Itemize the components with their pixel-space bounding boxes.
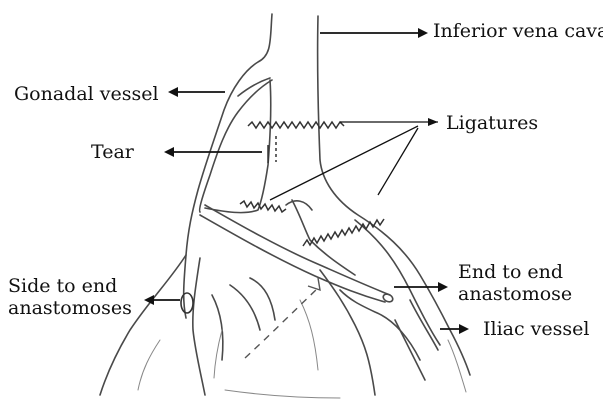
- ligatures-arrowhead: [428, 118, 438, 126]
- dashed-route: [245, 288, 318, 358]
- sketch-stroke-1: [214, 330, 222, 378]
- dashed-route-arrowhead: [308, 278, 320, 290]
- ligature-lower: [303, 219, 384, 246]
- sketch-stroke-5: [225, 390, 340, 398]
- label-ligatures: Ligatures: [446, 112, 538, 134]
- gonadal-arrowhead: [168, 87, 178, 97]
- iliac-vessel-line: [410, 300, 438, 350]
- ivc-right-wall: [318, 16, 470, 375]
- left-iliac-inner: [193, 258, 205, 395]
- ligatures-callout-middle: [270, 126, 418, 200]
- end-to-end-arrowhead: [438, 282, 448, 292]
- label-side-to-end-anastomoses: Side to end anastomoses: [8, 275, 138, 319]
- label-iliac-vessel: Iliac vessel: [483, 318, 589, 340]
- ivc-arrowhead: [418, 28, 428, 38]
- label-gonadal-vessel: Gonadal vessel: [14, 83, 159, 105]
- ivc-inner-left: [292, 200, 355, 275]
- sketch-stroke-2: [138, 340, 160, 390]
- ligature-middle: [240, 201, 286, 212]
- gonadal-vessel-inner: [205, 80, 271, 213]
- sketch-stroke-4: [448, 340, 466, 392]
- side-to-end-anastomosis: [181, 293, 193, 313]
- label-tear: Tear: [91, 141, 134, 163]
- iliac-arrowhead: [459, 324, 469, 334]
- right-branch-b: [395, 320, 425, 380]
- ligatures-callout-lower: [378, 128, 418, 195]
- label-inferior-vena-cava: Inferior vena cava: [433, 20, 603, 42]
- left-branch-b: [230, 285, 260, 330]
- ligature-upper: [248, 122, 344, 128]
- sketch-stroke-3: [300, 300, 318, 370]
- tear-arrowhead: [164, 147, 174, 157]
- label-end-to-end-anastomose: End to end anastomose: [458, 261, 588, 305]
- ivc-left-wall: [184, 14, 272, 318]
- gonadal-vessel-outer: [200, 80, 272, 212]
- ivc-inner-branch: [286, 201, 312, 210]
